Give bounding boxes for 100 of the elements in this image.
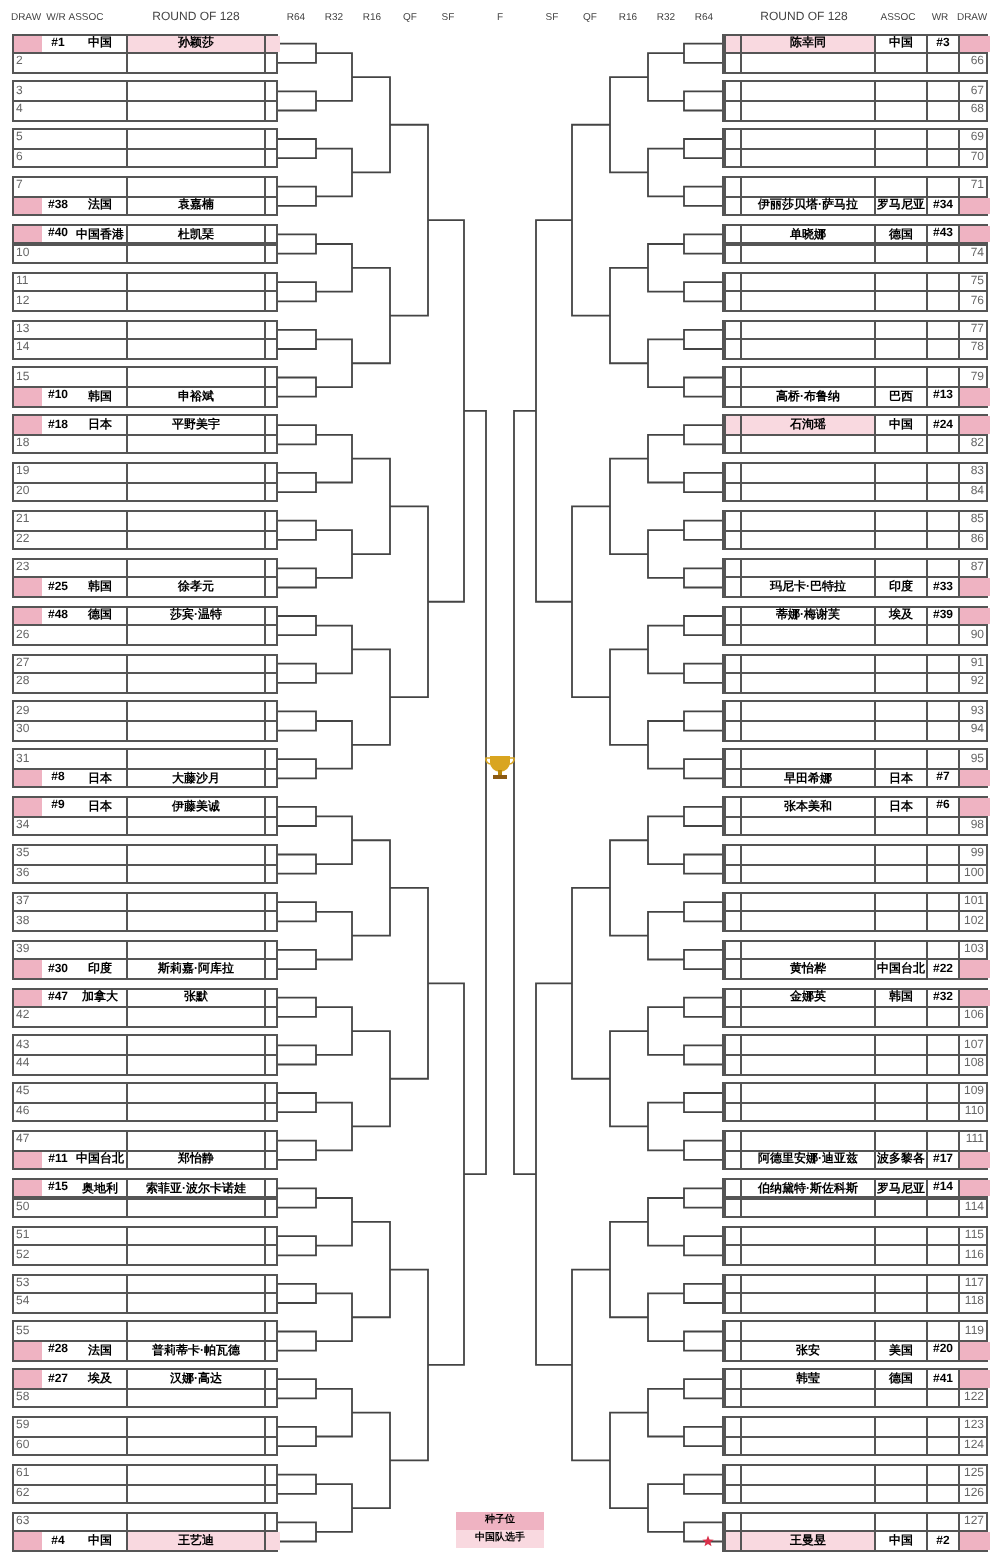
draw-row [12, 1197, 278, 1219]
draw-row [12, 147, 278, 169]
draw-row [722, 863, 988, 885]
draw-row [722, 510, 988, 532]
draw-row [722, 815, 988, 837]
draw-row [12, 700, 278, 722]
draw-row [722, 653, 988, 675]
draw-row [12, 338, 278, 360]
draw-row [722, 33, 988, 55]
draw-row [12, 843, 278, 866]
draw-row [722, 338, 988, 360]
draw-row [722, 1292, 988, 1314]
draw-row [722, 700, 988, 722]
draw-row [12, 624, 278, 646]
draw-row [722, 767, 988, 789]
draw-row [12, 52, 278, 74]
draw-row [722, 910, 988, 932]
draw-row [722, 1082, 988, 1104]
draw-row [12, 1101, 278, 1123]
draw-row [12, 1416, 278, 1438]
draw-row [722, 557, 988, 579]
draw-row [722, 1101, 988, 1123]
draw-row [722, 195, 988, 217]
draw-row [12, 1511, 278, 1533]
draw-row [722, 1511, 988, 1533]
draw-row [722, 1273, 988, 1295]
draw-row [722, 1130, 988, 1152]
draw-row [722, 720, 988, 742]
draw-row [722, 223, 988, 245]
draw-row [722, 576, 988, 599]
draw-row [12, 1130, 278, 1152]
draw-row [722, 1340, 988, 1362]
draw-row [12, 910, 278, 932]
draw-row [12, 672, 278, 694]
draw-row [12, 653, 278, 675]
draw-row [722, 1387, 988, 1409]
draw-row [722, 481, 988, 503]
draw-row [12, 1387, 278, 1409]
draw-row [722, 1368, 988, 1390]
draw-row [722, 672, 988, 694]
draw-row [722, 1149, 988, 1171]
draw-row [722, 958, 988, 980]
draw-row [12, 1273, 278, 1295]
draw-row [722, 99, 988, 122]
draw-row [12, 243, 278, 265]
draw-row [722, 1483, 988, 1505]
draw-row [12, 290, 278, 312]
draw-row [722, 243, 988, 265]
draw-row [12, 939, 278, 961]
draw-row [722, 319, 988, 341]
draw-row [12, 223, 278, 245]
draw-row [722, 843, 988, 866]
draw-row [12, 33, 278, 55]
draw-row [722, 271, 988, 293]
draw-row [722, 1464, 988, 1486]
draw-row [12, 796, 278, 818]
draw-row [12, 1530, 278, 1553]
draw-row [722, 796, 988, 818]
draw-row [12, 481, 278, 503]
draw-row [12, 529, 278, 551]
draw-row [12, 1435, 278, 1457]
draw-row [12, 510, 278, 532]
draw-row [12, 1006, 278, 1028]
draw-row [722, 1244, 988, 1266]
draw-row [722, 1530, 988, 1553]
draw-row [722, 529, 988, 551]
draw-row [722, 748, 988, 770]
draw-row [12, 1340, 278, 1362]
draw-row [722, 1053, 988, 1076]
draw-row [12, 128, 278, 150]
draw-row [722, 386, 988, 408]
draw-row [12, 386, 278, 408]
draw-row [12, 414, 278, 436]
draw-row [722, 80, 988, 102]
draw-row [722, 52, 988, 74]
draw-row [12, 891, 278, 913]
draw-row [722, 176, 988, 198]
draw-row [722, 1435, 988, 1457]
draw-row [12, 1082, 278, 1104]
draw-row [722, 1416, 988, 1438]
draw-row [722, 366, 988, 389]
draw-row [12, 195, 278, 217]
draw-row [12, 1292, 278, 1314]
draw-row [722, 1225, 988, 1247]
draw-row [12, 1320, 278, 1343]
draw-row [12, 605, 278, 627]
draw-row [12, 748, 278, 770]
draw-row [12, 1034, 278, 1056]
draw-row [722, 128, 988, 150]
draw-row [12, 1464, 278, 1486]
draw-row [722, 891, 988, 913]
draw-row [12, 1225, 278, 1247]
draw-row [722, 414, 988, 436]
draw-row [12, 319, 278, 341]
draw-row [722, 462, 988, 484]
draw-row [12, 815, 278, 837]
draw-row [12, 987, 278, 1009]
draw-row [722, 1034, 988, 1056]
draw-row [12, 1177, 278, 1199]
draw-row [12, 433, 278, 455]
